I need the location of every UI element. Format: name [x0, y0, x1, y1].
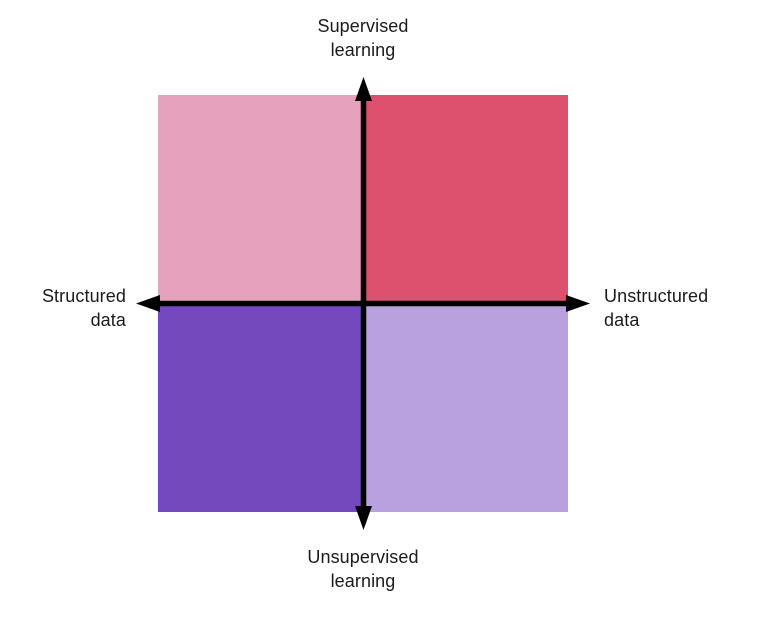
- arrow-down-icon: [355, 506, 372, 530]
- quadrant-top-left: [158, 95, 364, 304]
- axis-label-supervised-learning: Supervised learning: [317, 16, 409, 60]
- quadrant-bottom-right: [363, 303, 568, 512]
- axis-label-unsupervised-learning: Unsupervised learning: [307, 547, 419, 591]
- arrow-up-icon: [355, 77, 372, 101]
- arrow-right-icon: [566, 295, 590, 312]
- arrow-left-icon: [136, 295, 160, 312]
- quadrant-bottom-left: [158, 303, 364, 512]
- quadrant-top-right: [363, 95, 568, 304]
- axis-label-structured-data: Structured data: [41, 286, 126, 330]
- axis-label-unstructured-data: Unstructured data: [604, 286, 709, 330]
